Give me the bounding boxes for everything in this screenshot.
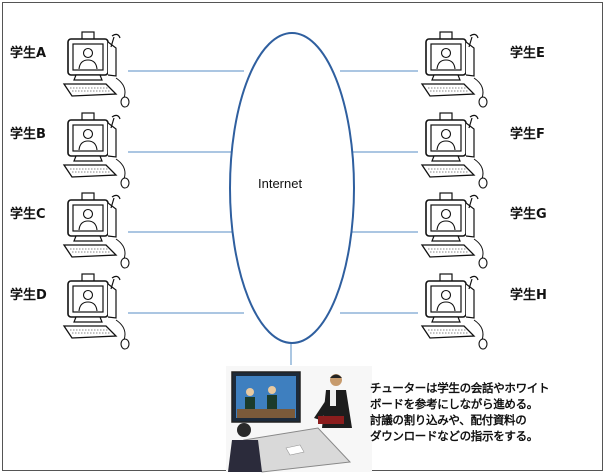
pc-icon-h [421,273,488,350]
pc-icon-d [63,273,130,350]
pc-icon-a [63,31,130,108]
student-label-g: 学生G [510,207,547,222]
caption-line-4: ダウンロードなどの指示をする。 [370,429,538,443]
student-label-h: 学生H [510,288,547,303]
student-label-f: 学生F [510,127,545,142]
caption-line-2: ボードを参考にしながら進める。 [370,397,538,411]
caption-line-1: チューターは学生の会話やホワイト [370,381,550,395]
caption-line-3: 討議の割り込みや、配付資料の [370,413,527,427]
pc-icon-c [63,192,130,269]
student-label-c: 学生C [10,207,46,222]
student-label-b: 学生B [10,127,46,142]
student-label-d: 学生D [10,288,47,303]
tutor-meeting-illustration [226,366,372,473]
pc-icon-e [421,31,488,108]
internet-ellipse [229,32,355,344]
student-label-e: 学生E [510,46,545,61]
pc-icon-b [63,112,130,189]
internet-label: Internet [258,176,303,191]
student-label-a: 学生A [10,46,47,61]
pc-icon-g [421,192,488,269]
pc-icon-f [421,112,488,189]
tutor-caption: チューターは学生の会話やホワイト ボードを参考にしながら進める。 討議の割り込み… [370,380,605,444]
